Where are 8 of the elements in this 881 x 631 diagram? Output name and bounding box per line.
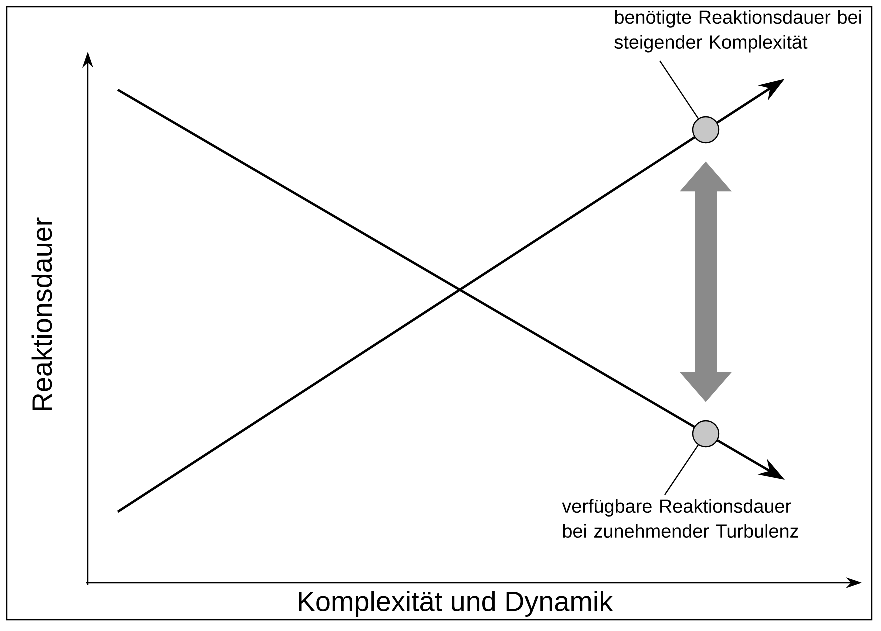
marker-circle: [692, 116, 720, 144]
marker-circle: [692, 420, 720, 448]
leader-line: [664, 444, 699, 496]
axis-title: Reaktionsdauer: [32, 218, 52, 410]
leader-line: [660, 60, 699, 120]
callout-text: verfügbare Reaktionsdauer bei zunehmender Turbulenz: [562, 499, 798, 538]
callout-text: benötigte Reaktionsdauer bei steigender Komplexität: [614, 10, 862, 53]
axis-title: Komplexität und Dynamik: [299, 591, 614, 617]
